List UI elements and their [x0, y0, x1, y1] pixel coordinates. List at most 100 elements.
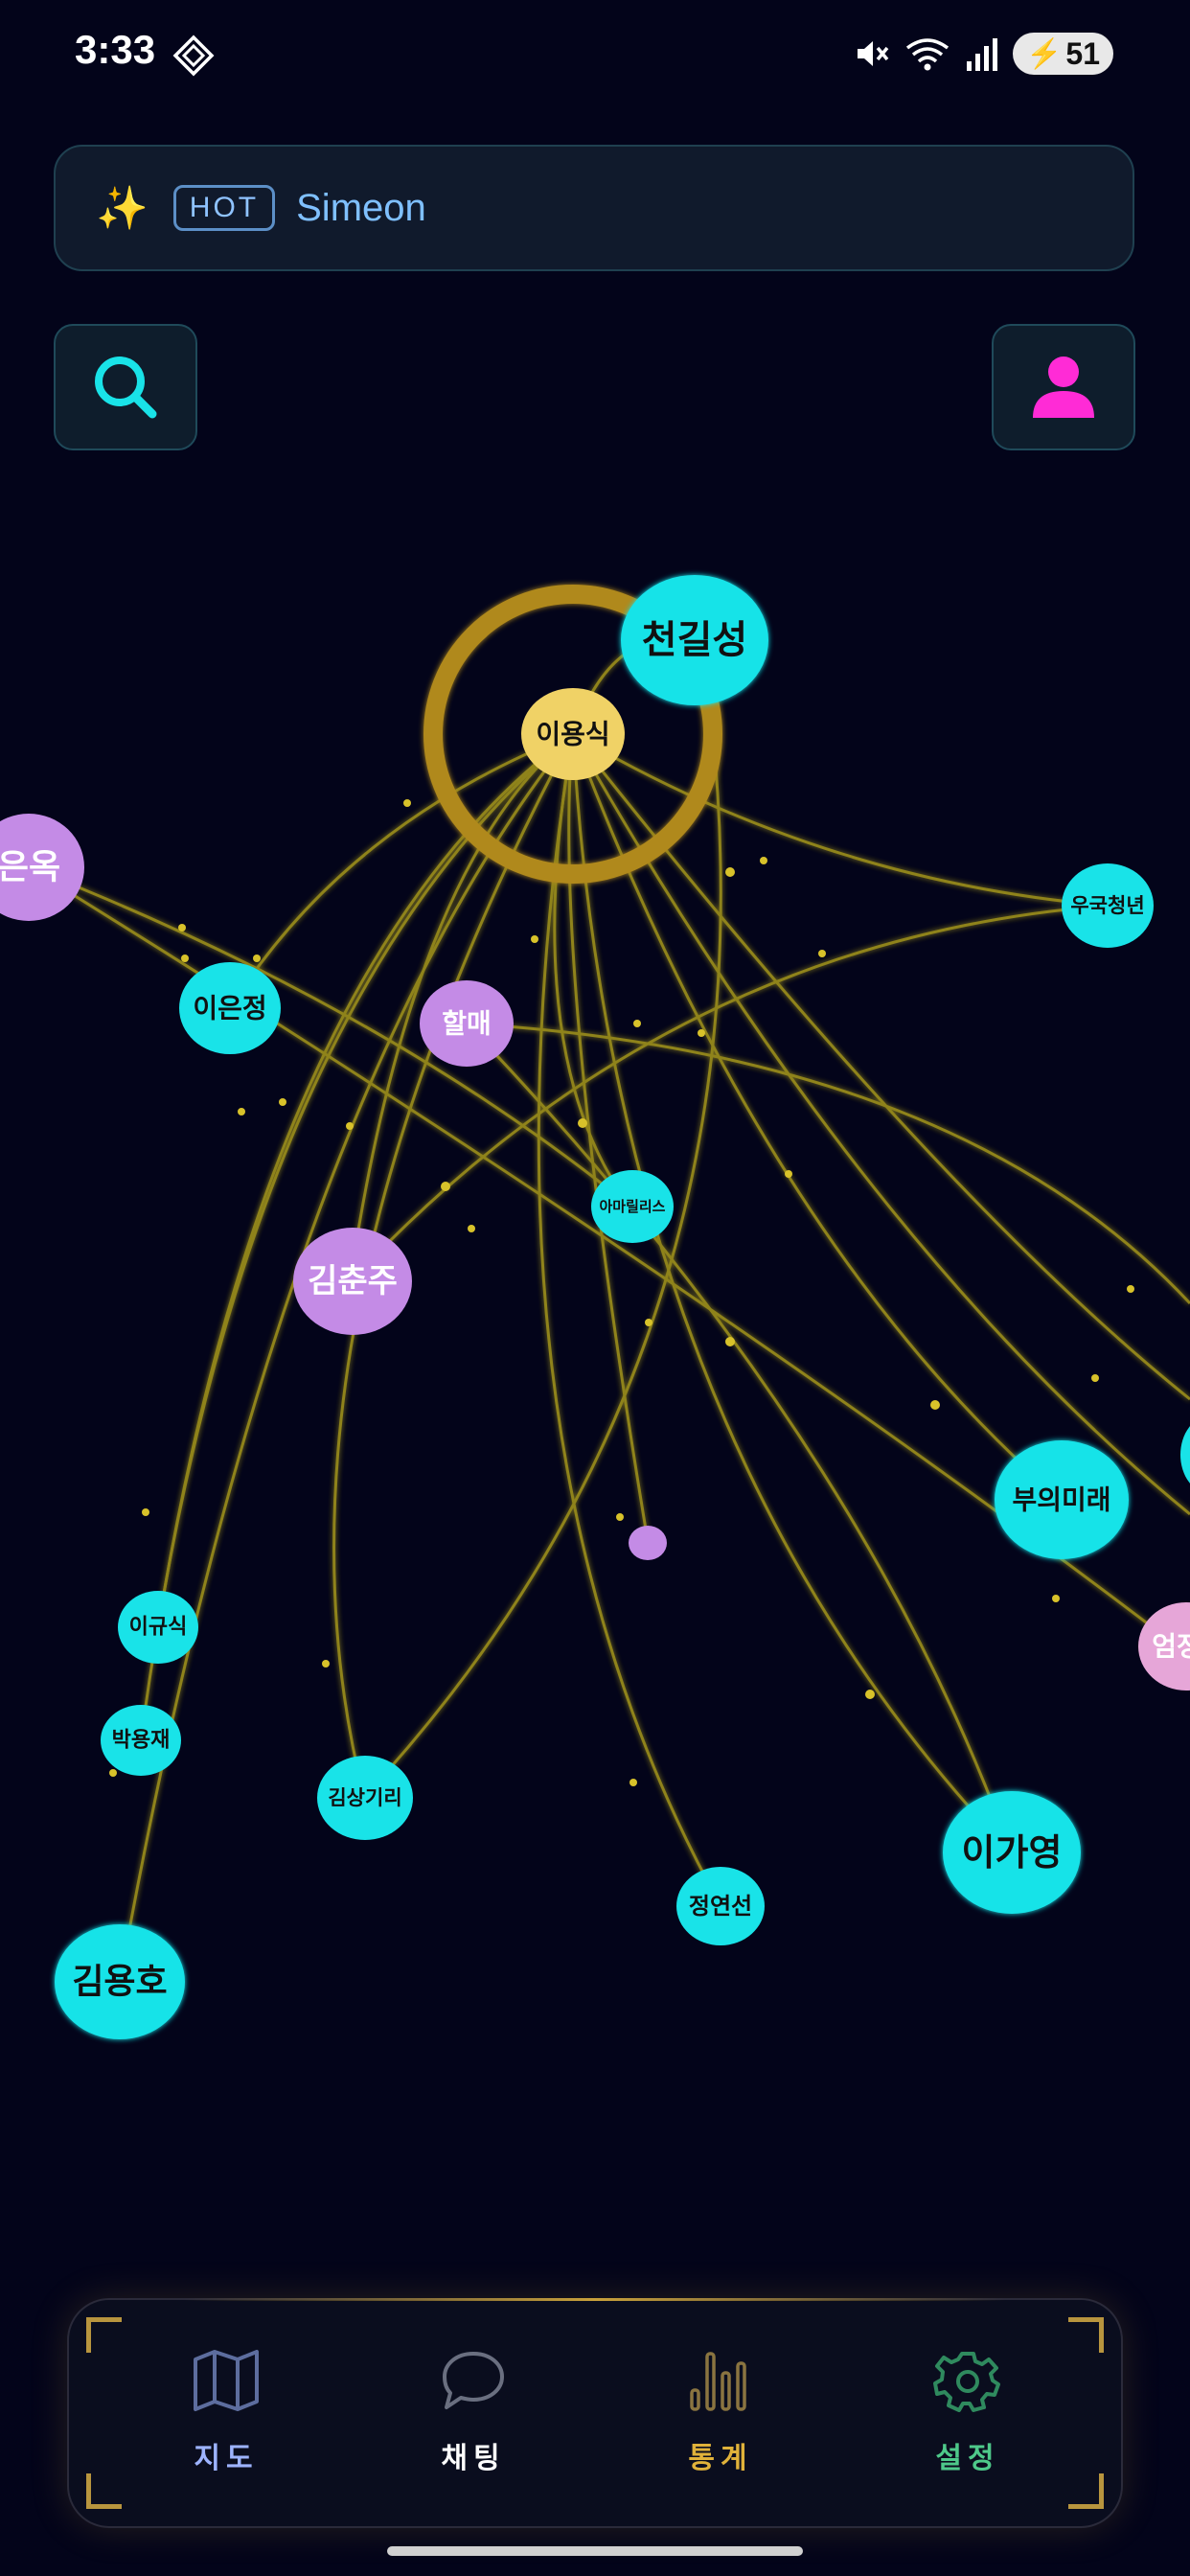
node[interactable]: 아마릴리스 [591, 1170, 674, 1243]
node-label: 이은정 [193, 993, 266, 1024]
network-graph[interactable]: 이용식 천길성 은옥 우국청년 이은정 할매 아마릴리스 김춘주 [0, 0, 1190, 2204]
hot-name: Simeon [296, 186, 426, 229]
graph-link [362, 699, 722, 1799]
node[interactable]: 부의미래 [995, 1440, 1129, 1559]
node-circle[interactable] [1180, 1416, 1190, 1493]
node-circle[interactable] [179, 962, 281, 1054]
node-label: 이규식 [129, 1616, 188, 1640]
node-circle[interactable] [1062, 863, 1154, 948]
node[interactable]: 우국청년 [1062, 863, 1154, 948]
node-circle[interactable] [0, 814, 84, 921]
link-dot [253, 954, 261, 962]
node-label: 부의미래 [1012, 1484, 1110, 1516]
link-dot [785, 1170, 792, 1178]
search-button[interactable] [54, 324, 197, 450]
search-icon [95, 356, 157, 419]
node[interactable] [629, 1526, 667, 1560]
hot-badge: HOT [172, 185, 276, 231]
tab-label: 통계 [688, 2442, 753, 2475]
node-circle[interactable] [943, 1791, 1081, 1914]
node[interactable]: 정연선 [676, 1867, 765, 1945]
node-label: 이가영 [962, 1831, 1063, 1874]
node-circle[interactable] [55, 1924, 185, 2039]
tabbar-glow [184, 2298, 1006, 2301]
status-icons: ⚡ 51 [852, 33, 1113, 75]
frame-corner [86, 2317, 122, 2353]
bottom-tab-bar: 지도 채팅 통계 설정 [67, 2298, 1123, 2528]
battery-indicator: ⚡ 51 [1013, 33, 1113, 75]
node[interactable]: 김상기리 [317, 1756, 413, 1840]
link-dot [322, 1660, 330, 1668]
tab-label: 지도 [194, 2442, 259, 2475]
graph-link [228, 732, 574, 1009]
node-center[interactable]: 이용식 [521, 688, 625, 780]
tab-settings[interactable]: 설정 [872, 2348, 1064, 2476]
graph-link [571, 733, 1013, 1854]
tab-stats[interactable]: 통계 [625, 2348, 816, 2476]
selected-node-ring [423, 585, 722, 884]
node[interactable]: 엄정 [1138, 1602, 1190, 1690]
link-dot [468, 1225, 475, 1232]
node-circle[interactable] [676, 1867, 765, 1945]
graph-link [28, 865, 630, 1208]
sparkles-icon: ✨ [96, 184, 149, 233]
link-dot [629, 1779, 637, 1786]
node-circle[interactable] [591, 1170, 674, 1243]
node-circle[interactable] [621, 575, 768, 705]
charging-icon: ⚡ [1026, 37, 1063, 70]
link-dot [181, 954, 189, 962]
node-circle[interactable] [101, 1705, 181, 1776]
profile-button[interactable] [992, 324, 1135, 450]
node-circle[interactable] [1138, 1602, 1190, 1690]
graph-link [553, 733, 631, 1207]
node[interactable] [1180, 1416, 1190, 1493]
node-circle[interactable] [995, 1440, 1129, 1559]
link-dot [279, 1098, 286, 1106]
hot-banner[interactable]: ✨ HOT Simeon [54, 145, 1134, 271]
node-label: 김용호 [72, 1963, 167, 2002]
graph-link [572, 732, 1109, 908]
node[interactable]: 이규식 [118, 1591, 198, 1664]
node-circle[interactable] [317, 1756, 413, 1840]
graph-nodes[interactable]: 이용식 천길성 은옥 우국청년 이은정 할매 아마릴리스 김춘주 [0, 575, 1190, 2039]
link-dot [1091, 1374, 1099, 1382]
node[interactable]: 이가영 [943, 1791, 1081, 1914]
graph-link-dots [109, 799, 1134, 1786]
node-circle[interactable] [420, 980, 514, 1067]
node[interactable]: 김춘주 [293, 1228, 412, 1335]
link-dot [633, 1020, 641, 1027]
node[interactable]: 할매 [420, 980, 514, 1067]
node[interactable]: 이은정 [179, 962, 281, 1054]
tab-map[interactable]: 지도 [130, 2348, 322, 2476]
tab-label: 설정 [935, 2442, 1000, 2475]
node-circle[interactable] [293, 1228, 412, 1335]
node-label: 천길성 [642, 618, 747, 662]
link-dot [178, 924, 186, 932]
node-label: 이용식 [536, 719, 609, 750]
node-label: 박용재 [112, 1729, 171, 1753]
node-label: 정연선 [689, 1893, 752, 1920]
link-dot [441, 1182, 450, 1191]
link-dot [1052, 1595, 1060, 1602]
node[interactable]: 은옥 [0, 814, 84, 921]
node-circle[interactable] [521, 688, 625, 780]
node[interactable]: 김용호 [55, 1924, 185, 2039]
node-label: 김춘주 [308, 1262, 398, 1300]
link-dot [818, 950, 826, 957]
node[interactable]: 천길성 [621, 575, 768, 705]
graph-link [567, 733, 650, 1542]
node-circle[interactable] [118, 1591, 198, 1664]
node-circle[interactable] [629, 1526, 667, 1560]
graph-link [465, 1022, 1013, 1853]
chat-icon [443, 2352, 504, 2409]
graph-link [571, 733, 1190, 1516]
link-dot [616, 1513, 624, 1521]
home-indicator[interactable] [387, 2546, 803, 2556]
node-label: 엄정 [1152, 1631, 1190, 1663]
tab-chat[interactable]: 채팅 [378, 2348, 569, 2476]
node[interactable]: 박용재 [101, 1705, 181, 1776]
frame-corner [86, 2473, 122, 2509]
graph-link [139, 732, 574, 1741]
status-bar: 3:33 ⚡ 51 [0, 0, 1190, 115]
status-time: 3:33 [75, 27, 156, 72]
